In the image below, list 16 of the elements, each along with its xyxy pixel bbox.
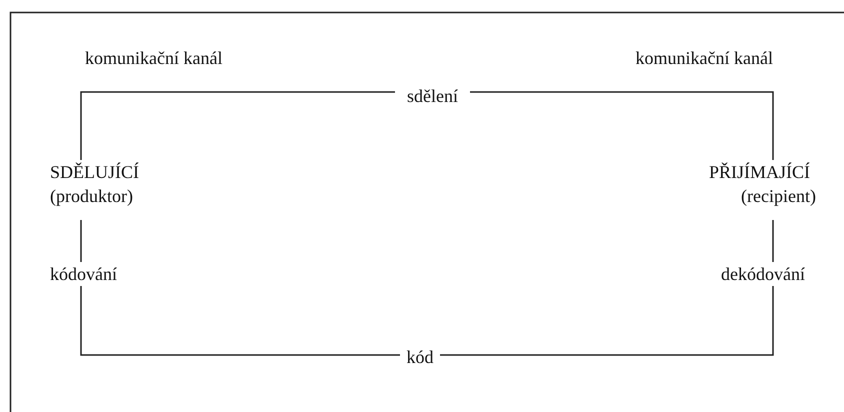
role-label: PŘIJÍMAJÍCÍ — [708, 161, 810, 184]
process-label: kód — [406, 346, 434, 369]
role-label: SDĚLUJÍCÍ — [50, 161, 139, 184]
connector-line — [772, 220, 774, 262]
process-label: kódování — [50, 263, 117, 286]
process-label: dekódování — [721, 263, 805, 286]
role-subtitle: (recipient) — [741, 185, 816, 208]
process-label: sdělení — [407, 85, 458, 108]
connector-line — [80, 220, 82, 262]
connector-line — [80, 91, 395, 160]
channel-label: komunikační kanál — [85, 47, 222, 70]
channel-label: komunikační kanál — [636, 47, 773, 70]
connector-line — [80, 286, 400, 356]
role-subtitle: (produktor) — [50, 185, 133, 208]
connector-line — [440, 286, 774, 356]
connector-line — [470, 91, 774, 160]
